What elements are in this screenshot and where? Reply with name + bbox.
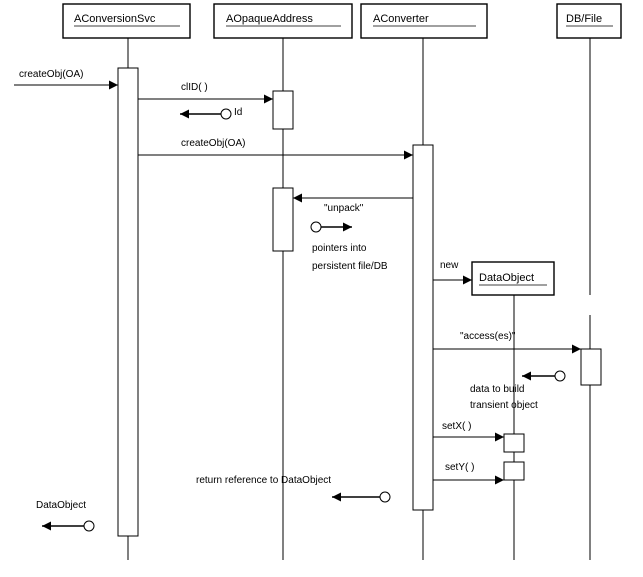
message-create-obj-in: createObj(OA)	[14, 69, 118, 90]
activation-data-object-2	[503, 461, 525, 481]
return-data: data to build transient object	[470, 370, 566, 411]
activation-opaque-address-1	[272, 90, 294, 130]
activation-data-object-1	[503, 433, 525, 453]
return-reference: return reference to DataObject	[196, 475, 391, 503]
return-label: persistent file/DB	[312, 261, 388, 272]
object-label: AConversionSvc	[74, 13, 156, 25]
token-circle-icon	[379, 491, 391, 503]
return-id: Id	[180, 107, 242, 120]
message-clid: clID( )	[138, 82, 273, 104]
activation-opaque-address-2	[272, 187, 294, 252]
return-label: data to build	[470, 384, 525, 395]
return-pointers: pointers into persistent file/DB	[310, 221, 388, 272]
object-data-object: DataObject	[471, 261, 555, 296]
return-label: pointers into	[312, 243, 367, 254]
message-label: "unpack"	[324, 203, 364, 214]
message-unpack: "unpack"	[293, 193, 413, 214]
activation-converter	[412, 144, 434, 511]
message-label: setX( )	[442, 421, 471, 432]
object-label: DB/File	[566, 13, 602, 25]
return-label: return reference to DataObject	[196, 475, 331, 486]
token-circle-icon	[220, 108, 232, 120]
object-converter: AConverter	[360, 3, 488, 39]
message-create-obj-2: createObj(OA)	[138, 138, 413, 160]
object-opaque-address: AOpaqueAddress	[213, 3, 353, 39]
object-label: DataObject	[479, 272, 534, 284]
return-label: Id	[234, 107, 242, 118]
message-setx: setX( )	[433, 421, 504, 442]
activation-db-file	[580, 348, 602, 386]
return-label: transient object	[470, 400, 538, 411]
message-access: "access(es)"	[433, 331, 581, 354]
object-db-file: DB/File	[556, 3, 622, 39]
object-conversion-svc: AConversionSvc	[62, 3, 191, 39]
message-label: "access(es)"	[460, 331, 516, 342]
token-circle-icon	[310, 221, 322, 233]
message-label: clID( )	[181, 82, 208, 93]
message-label: setY( )	[445, 462, 474, 473]
activation-conversion-svc	[117, 67, 139, 537]
return-label: DataObject	[36, 500, 86, 511]
message-label: createObj(OA)	[19, 69, 83, 80]
token-circle-icon	[554, 370, 566, 382]
object-label: AConverter	[373, 13, 429, 25]
message-label: new	[440, 260, 459, 271]
message-sety: setY( )	[433, 462, 504, 485]
message-new: new	[433, 260, 472, 285]
return-data-object: DataObject	[36, 500, 95, 532]
token-circle-icon	[83, 520, 95, 532]
object-label: AOpaqueAddress	[226, 13, 313, 25]
message-label: createObj(OA)	[181, 138, 245, 149]
